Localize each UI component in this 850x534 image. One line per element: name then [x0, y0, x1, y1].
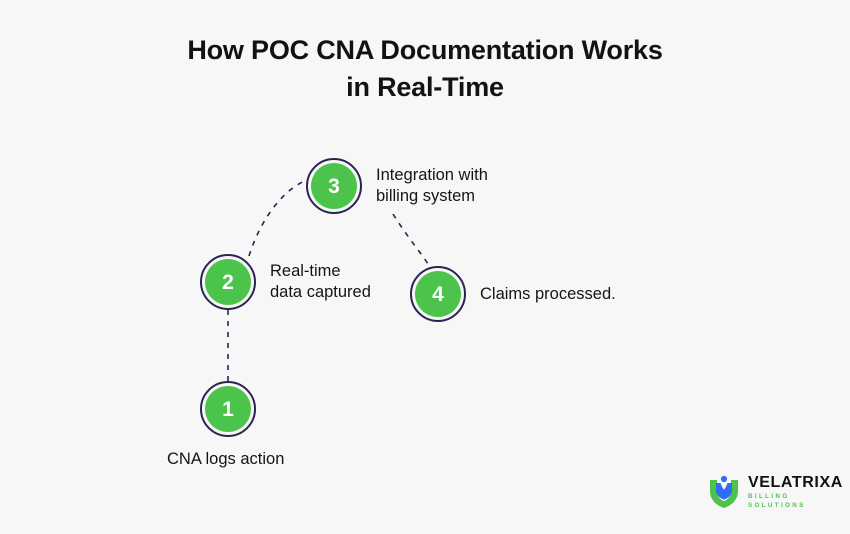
step-circle-1: 1: [200, 381, 256, 437]
logo-wordmark: VELATRIXA: [748, 474, 843, 491]
step-label-4: Claims processed.: [480, 284, 616, 303]
step-number-2: 2: [222, 270, 234, 294]
step-label-2: Real-time data captured: [270, 262, 371, 301]
connector-2-to-3: [248, 179, 308, 257]
step-label-1: CNA logs action: [167, 450, 285, 468]
page-title-line-1: How POC CNA Documentation Works: [187, 35, 663, 65]
step-circle-inner-3: 3: [311, 163, 357, 209]
step-node-3[interactable]: 3 Integration with billing system: [306, 158, 488, 214]
step-circle-3: 3: [306, 158, 362, 214]
step-node-2[interactable]: 2 Real-time data captured: [200, 254, 371, 310]
step-number-4: 4: [432, 282, 444, 306]
brand-logo: VELATRIXA BILLING SOLUTIONS: [706, 474, 850, 510]
logo-text-block: VELATRIXA BILLING SOLUTIONS: [748, 474, 850, 510]
step-number-3: 3: [328, 174, 340, 198]
step-circle-inner-4: 4: [415, 271, 461, 317]
step-circle-inner-1: 1: [205, 386, 251, 432]
step-label-3: Integration with billing system: [376, 166, 488, 205]
page-title: How POC CNA Documentation Works in Real-…: [0, 32, 850, 106]
step-circle-2: 2: [200, 254, 256, 310]
logo-tagline: BILLING SOLUTIONS: [748, 493, 806, 509]
step-node-1[interactable]: 1 CNA logs action: [167, 381, 284, 470]
connector-3-to-4: [392, 213, 431, 268]
page-title-line-2: in Real-Time: [346, 72, 504, 102]
step-number-1: 1: [222, 397, 234, 421]
step-node-4[interactable]: 4 Claims processed.: [410, 266, 616, 322]
step-circle-4: 4: [410, 266, 466, 322]
velatrixa-v-mark-icon: [710, 475, 738, 508]
step-circle-inner-2: 2: [205, 259, 251, 305]
